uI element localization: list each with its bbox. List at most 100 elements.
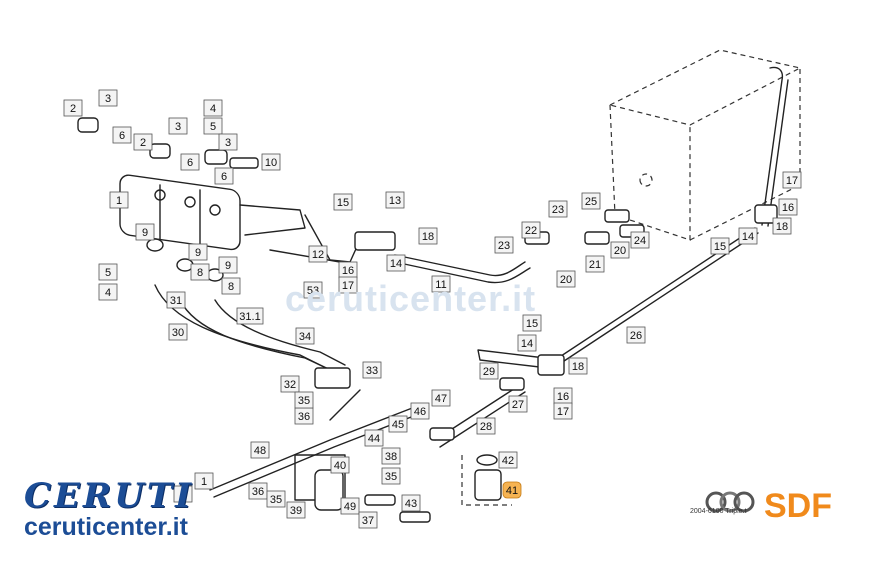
callout-text: 14 (521, 338, 533, 350)
callout-c6c: 6 (214, 167, 234, 185)
callout-c24: 24 (630, 231, 650, 249)
callout-text: 18 (572, 361, 584, 373)
callout-c20a: 20 (610, 241, 630, 259)
callout-text: 31 (170, 295, 182, 307)
callout-text: 28 (480, 421, 492, 433)
callout-c17a: 17 (338, 276, 358, 294)
callout-c26: 26 (626, 326, 646, 344)
callout-c2a: 2 (63, 99, 83, 117)
callout-text: 2 (140, 137, 146, 149)
callout-text: 25 (585, 196, 597, 208)
ceruti-site-link[interactable]: ceruticenter.it (24, 513, 188, 541)
sdf-label: SDF (764, 487, 832, 525)
callout-text: 40 (334, 460, 346, 472)
callout-text: 44 (368, 433, 380, 445)
callout-text: 36 (252, 486, 264, 498)
callout-text: 1 (116, 195, 122, 207)
callout-c35b: 35 (381, 467, 401, 485)
callout-text: 21 (589, 259, 601, 271)
callout-c49: 49 (340, 497, 360, 515)
sdf-logo-mark (705, 491, 755, 513)
callout-text: 9 (142, 227, 148, 239)
callout-text: 16 (342, 265, 354, 277)
callout-c43: 43 (401, 494, 421, 512)
bracket-29 (304, 214, 565, 376)
callout-c36a: 36 (294, 407, 314, 425)
sdf-brand: SDF (704, 487, 832, 526)
callout-c45: 45 (388, 415, 408, 433)
callout-c1b: 1 (194, 472, 214, 490)
callout-text: 48 (254, 445, 266, 457)
callout-c6b: 6 (180, 153, 200, 171)
callout-text: 22 (525, 225, 537, 237)
callout-c311: 31.1 (236, 307, 264, 325)
callout-c47: 47 (431, 389, 451, 407)
callout-c16a: 16 (338, 261, 358, 279)
callout-text: 9 (195, 247, 201, 259)
callout-text: 12 (312, 249, 324, 261)
callout-text: 2 (70, 103, 76, 115)
callout-c14c: 14 (517, 334, 537, 352)
callout-c11: 11 (431, 275, 451, 293)
callout-text: 35 (298, 395, 310, 407)
callout-c9c: 9 (218, 256, 238, 274)
callout-c14a: 14 (386, 254, 406, 272)
callout-text: 16 (782, 202, 794, 214)
callout-c9a: 9 (135, 223, 155, 241)
callout-text: 13 (389, 195, 401, 207)
pipe-bundle-30-31 (154, 284, 346, 373)
callout-c15a: 15 (333, 193, 353, 211)
pipe-11-and-26 (394, 66, 789, 366)
callout-c34: 34 (295, 327, 315, 345)
callout-c10: 10 (261, 153, 281, 171)
callout-c42: 42 (498, 451, 518, 469)
callout-text: 9 (225, 260, 231, 272)
callout-c27: 27 (508, 395, 528, 413)
callout-c48: 48 (250, 441, 270, 459)
callout-text: 4 (105, 287, 111, 299)
callout-c17b: 17 (782, 171, 802, 189)
callout-c5b: 5 (98, 263, 118, 281)
callout-c36b: 36 (248, 482, 268, 500)
callout-c18c: 18 (568, 357, 588, 375)
callout-text: 14 (742, 231, 754, 243)
callout-text: 33 (366, 365, 378, 377)
ceruti-logo: CERUTI (24, 476, 195, 516)
callout-c4b: 4 (98, 283, 118, 301)
callout-c12: 12 (308, 245, 328, 263)
callout-text: 1 (180, 489, 186, 501)
callout-text: 26 (630, 330, 642, 342)
callout-c53: 53 (303, 281, 323, 299)
callout-c20b: 20 (556, 270, 576, 288)
callout-text: 31.1 (239, 311, 260, 323)
callout-c15c: 15 (522, 314, 542, 332)
callout-text: 17 (342, 280, 354, 292)
valve-40 (294, 454, 346, 511)
drawing-code: 2004-6100 Triple.t (690, 508, 747, 515)
callout-text: 14 (390, 258, 402, 270)
callout-text: 42 (502, 455, 514, 467)
callout-c3b: 3 (168, 117, 188, 135)
callout-text: 11 (435, 279, 446, 291)
callout-c6a: 6 (112, 126, 132, 144)
callout-text: 5 (210, 121, 216, 133)
callout-c1c: 1 (173, 485, 193, 503)
callout-c41: 41 (502, 481, 522, 499)
callout-c5a: 5 (203, 117, 223, 135)
callout-c23b: 23 (494, 236, 514, 254)
callout-text: 38 (385, 451, 397, 463)
callout-text: 53 (307, 285, 319, 297)
callout-text: 34 (299, 331, 311, 343)
callout-c8a: 8 (190, 263, 210, 281)
callout-text: 45 (392, 419, 404, 431)
callout-text: 43 (405, 498, 417, 510)
callout-text: 20 (614, 245, 626, 257)
callout-text: 37 (362, 515, 374, 527)
filter-cartridge-41 (461, 454, 512, 506)
callout-text: 3 (225, 137, 231, 149)
callout-c18a: 18 (418, 227, 438, 245)
callout-text: 3 (105, 93, 111, 105)
callout-c25: 25 (581, 192, 601, 210)
fittings (77, 117, 778, 523)
callout-c35c: 35 (266, 490, 286, 508)
